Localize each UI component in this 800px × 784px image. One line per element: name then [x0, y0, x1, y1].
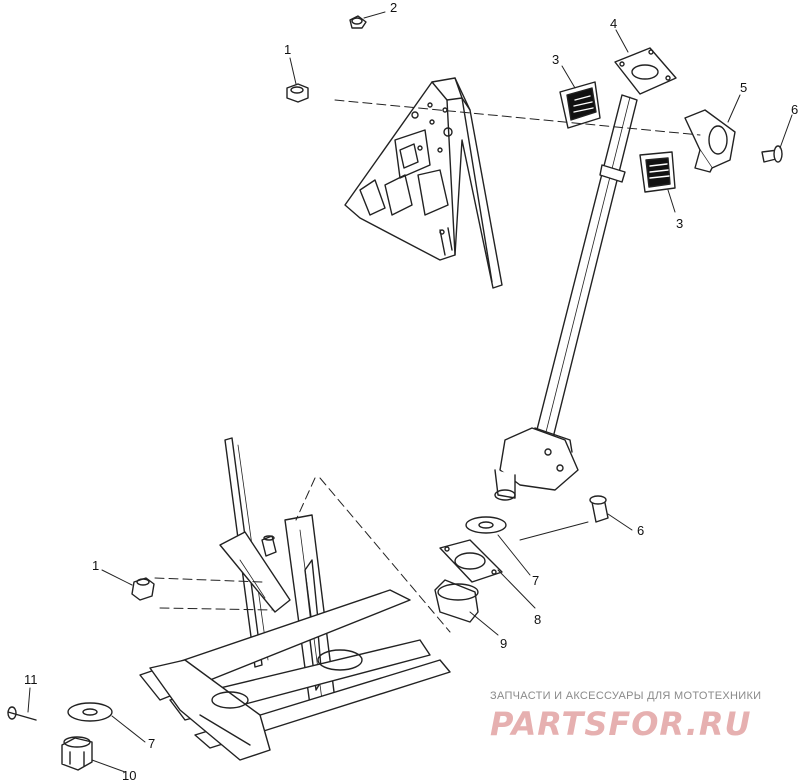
castle-nut — [61, 736, 93, 771]
cotter-pin — [7, 706, 37, 721]
bolt-small-top — [349, 15, 367, 29]
leader-lines — [27, 11, 793, 773]
alignment-lines — [154, 99, 701, 633]
clamp-bracket — [684, 109, 736, 173]
callout-1-top: 1 — [284, 42, 291, 57]
callout-8: 8 — [534, 612, 541, 627]
nut-top — [286, 83, 309, 103]
callout-5: 5 — [740, 80, 747, 95]
bolt-top-right — [761, 145, 783, 163]
bolt-mid-right — [589, 495, 609, 523]
watermark-logo: PARTSFOR.RU — [490, 705, 752, 743]
washer-mid — [465, 516, 507, 534]
callout-6-top: 6 — [791, 102, 798, 117]
callout-6-mid: 6 — [637, 523, 644, 538]
callout-1-bottom: 1 — [92, 558, 99, 573]
nut-lower — [131, 577, 155, 601]
upper-support-bracket — [344, 77, 503, 289]
callout-2: 2 — [390, 0, 397, 15]
callout-11: 11 — [24, 672, 38, 687]
callout-3-top: 3 — [552, 52, 559, 67]
bushing-upper — [559, 81, 601, 129]
callout-7-bottom: 7 — [148, 736, 155, 751]
spacer-ring — [434, 579, 479, 623]
callout-3-bottom: 3 — [676, 216, 683, 231]
callout-4: 4 — [610, 16, 617, 31]
flange-bearing — [439, 539, 503, 583]
callout-7-mid: 7 — [532, 573, 539, 588]
washer-lower — [67, 702, 113, 722]
watermark-caption: ЗАПЧАСТИ И АКСЕССУАРЫ ДЛЯ МОТОТЕХНИКИ — [490, 690, 762, 702]
steering-column-shaft — [494, 47, 677, 501]
bushing-lower — [639, 151, 676, 193]
callout-10: 10 — [122, 768, 136, 783]
callout-9: 9 — [500, 636, 507, 651]
lower-frame — [139, 437, 451, 761]
